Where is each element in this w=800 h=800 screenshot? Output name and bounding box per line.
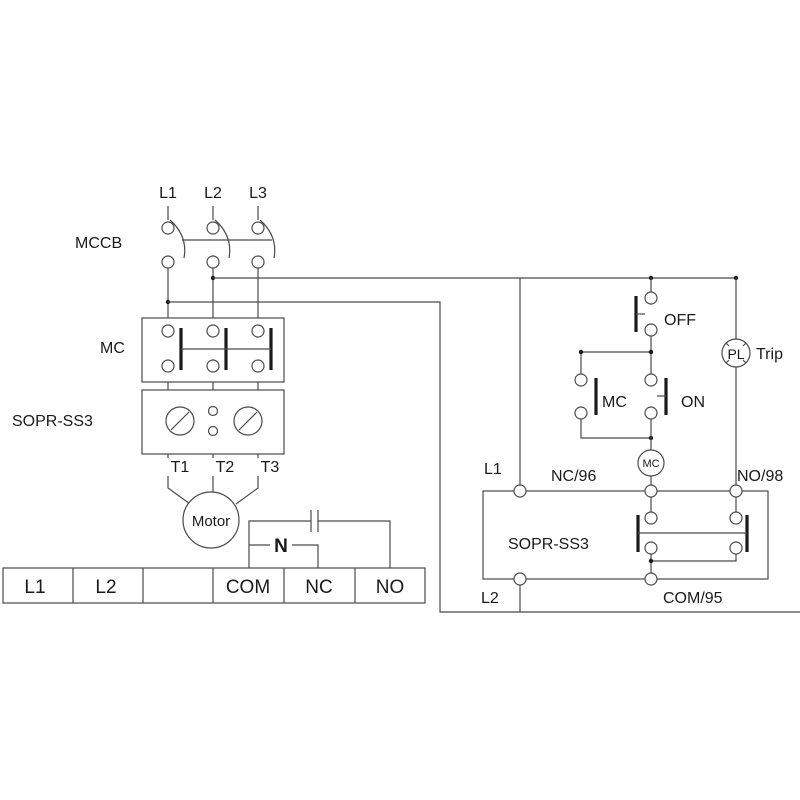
off-label: OFF	[664, 312, 696, 329]
control-wiring	[168, 275, 800, 613]
terminal-block-com: COM	[226, 577, 270, 598]
terminal-block-nc: NC	[305, 577, 332, 598]
relay-label: SOPR-SS3	[12, 413, 93, 430]
control-l1-label: L1	[484, 461, 502, 478]
mccb-breaker	[161, 219, 276, 269]
motor: Motor	[182, 491, 240, 549]
terminal-block-l1: L1	[24, 577, 45, 598]
no98-label: NO/98	[737, 468, 783, 485]
on-label: ON	[681, 394, 705, 411]
control-relay-label: SOPR-SS3	[508, 536, 589, 553]
contactor-mc	[141, 317, 285, 383]
aux-contact-label: MC	[602, 394, 627, 411]
seal-in-branch: MC ON	[574, 349, 705, 450]
motor-label: Motor	[192, 513, 230, 530]
breaker-label: MCCB	[75, 235, 122, 252]
contactor-label: MC	[100, 340, 125, 357]
terminal-block-l2: L2	[95, 577, 116, 598]
neutral-network: N	[248, 510, 391, 568]
terminal-block-no: NO	[376, 577, 405, 598]
terminal-label-t3: T3	[261, 459, 280, 476]
sopr-ss3-control-block: L1 NC/96 NO/98 SOPR-SS3 L2 COM/95	[481, 461, 783, 607]
mc-coil: MC	[637, 449, 665, 486]
sopr-ss3-relay	[141, 389, 285, 455]
line-label-l1: L1	[159, 185, 177, 202]
terminal-label-t1: T1	[171, 459, 190, 476]
off-pushbutton: OFF	[634, 278, 696, 374]
line-label-l3: L3	[249, 185, 267, 202]
lamp-symbol-label: PL	[727, 346, 744, 362]
com95-label: COM/95	[663, 590, 723, 607]
neutral-label: N	[274, 536, 288, 557]
control-l2-label: L2	[481, 590, 499, 607]
power-circuit: L1 L2 L3 MCCB MC	[12, 185, 391, 568]
nc96-label: NC/96	[551, 468, 596, 485]
coil-label: MC	[642, 458, 659, 470]
terminal-label-t2: T2	[216, 459, 235, 476]
terminal-block: L1 L2 COM NC NO	[2, 567, 426, 604]
lamp-label: Trip	[756, 346, 783, 363]
pilot-lamp: PL Trip	[721, 338, 783, 368]
line-label-l2: L2	[204, 185, 222, 202]
